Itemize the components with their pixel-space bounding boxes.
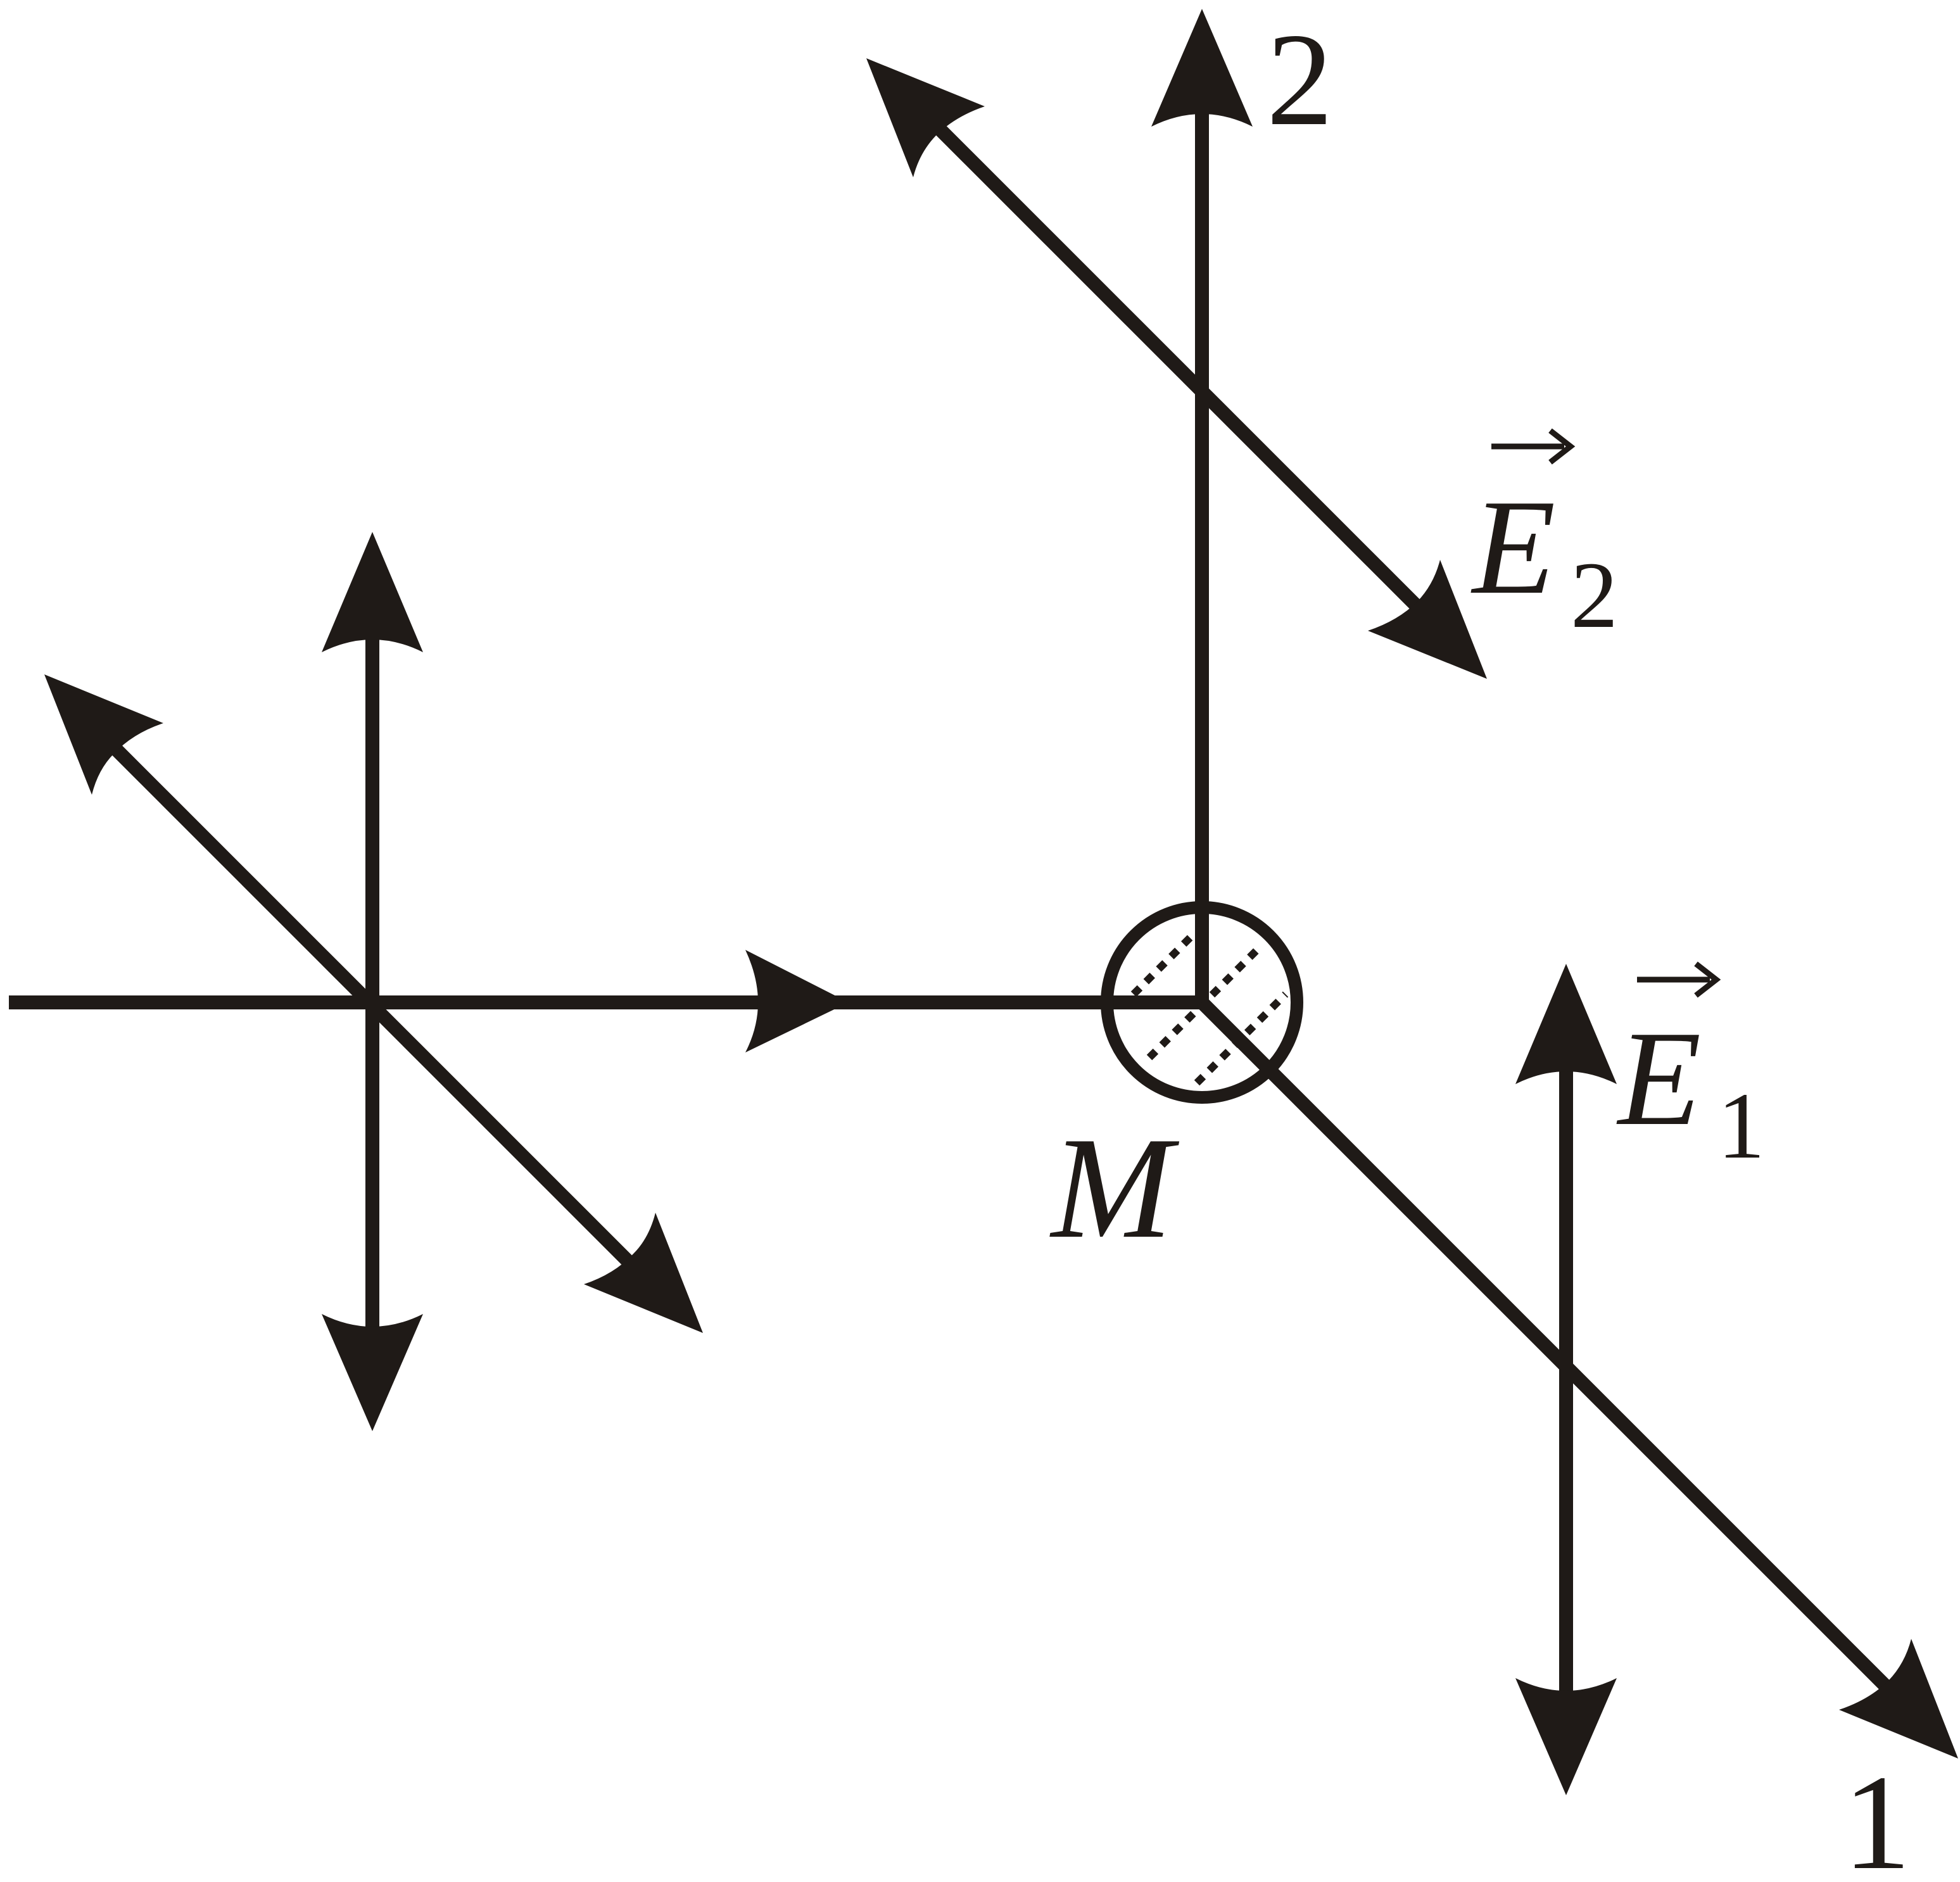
incident-beam — [9, 950, 1200, 1052]
star-downright-arrowhead — [584, 1213, 703, 1333]
beam-splitter-hatch-left — [1130, 931, 1197, 997]
e1-down-arrowhead — [1515, 1678, 1617, 1795]
star-up-arrowhead — [322, 532, 423, 652]
unpolarized-star — [44, 532, 703, 1431]
e2-downright-arrowhead — [1368, 560, 1487, 679]
beam-2-arrowhead — [1151, 9, 1253, 127]
point-m-label: M — [1049, 1107, 1180, 1268]
beam-splitter-hatch-right — [1194, 991, 1289, 1086]
e1-up-arrowhead — [1515, 964, 1617, 1084]
incident-beam-arrowhead — [745, 950, 849, 1052]
e1-symbol: E — [1616, 1002, 1701, 1154]
beam-1-line — [1197, 997, 1902, 1702]
beam-1-arrowhead — [1839, 1639, 1958, 1759]
e2-subscript: 2 — [1571, 543, 1618, 648]
beam-1-label: 1 — [1843, 1746, 1911, 1882]
e2-label: E 2 — [1470, 428, 1618, 648]
e2-oscillation — [866, 58, 1487, 679]
beam-2-label: 2 — [1267, 6, 1333, 153]
star-down-arrowhead — [322, 1314, 423, 1431]
e2-symbol: E — [1470, 471, 1555, 622]
e1-vector-arrow-icon — [1694, 961, 1721, 998]
e2-vector-arrow-icon — [1548, 428, 1576, 465]
beam-1 — [1197, 997, 1958, 1759]
star-upleft-arrowhead — [44, 674, 163, 795]
e2-upleft-arrowhead — [866, 58, 985, 177]
e1-label: E 1 — [1616, 961, 1765, 1178]
e1-subscript: 1 — [1717, 1073, 1765, 1178]
e1-oscillation — [1515, 964, 1617, 1795]
e2-line — [932, 122, 1424, 613]
beam-2 — [1151, 9, 1253, 1002]
